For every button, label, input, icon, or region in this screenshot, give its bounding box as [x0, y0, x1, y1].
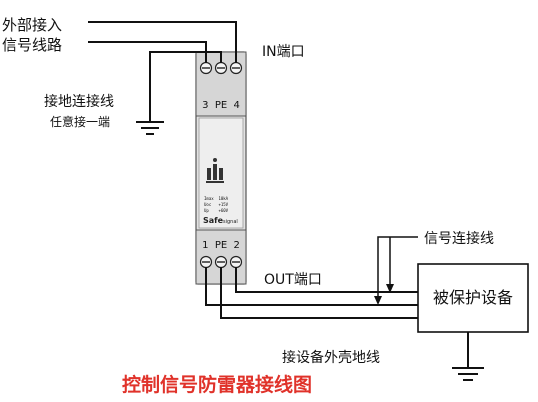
spec-line-2: Uoc +15V: [204, 202, 229, 207]
signal-callout-a: [377, 236, 418, 298]
external-wire-b: [88, 41, 207, 63]
surge-protector-module: 3 PE 4 Imax 10kA Uoc +15V Up +60V Safe s…: [195, 51, 247, 285]
external-wire-a: [88, 21, 237, 63]
diagram-title: 控制信号防雷器接线图: [122, 373, 312, 396]
out-port-label: OUT端口: [264, 272, 322, 288]
arrow-down-icon: [386, 284, 394, 293]
bottom-ground-wire: [220, 267, 469, 368]
ground-line-label: 接地连接线: [44, 93, 114, 110]
device-shell-ground-label: 接设备外壳地线: [282, 349, 380, 366]
bottom-terminal-labels: 1 PE 2: [202, 240, 240, 251]
brand-logo-icon: [206, 158, 224, 183]
signal-connection-label: 信号连接线: [424, 230, 494, 247]
arrow-down-icon: [374, 296, 382, 305]
protected-device-box: [417, 263, 529, 333]
ground-symbol-top-icon: [136, 121, 164, 135]
wires: [88, 21, 469, 368]
in-port-label: IN端口: [262, 44, 305, 60]
bottom-screw-terminals: [199, 255, 243, 269]
top-ground-wire: [149, 51, 222, 122]
brand-name: Safe: [203, 216, 224, 225]
spec-line-1: Imax 10kA: [204, 196, 229, 201]
out-wire-1: [205, 267, 418, 306]
signal-line-label: 信号线路: [2, 36, 62, 54]
top-screw-terminals: [199, 61, 243, 75]
spec-line-3: Up +60V: [204, 208, 229, 213]
external-access-label: 外部接入: [2, 16, 62, 34]
brand-suffix: signal: [223, 219, 238, 225]
top-terminal-labels: 3 PE 4: [202, 100, 240, 111]
ground-note-label: 任意接一端: [50, 114, 110, 129]
protected-device-label: 被保护设备: [433, 288, 513, 307]
ground-symbol-bottom-icon: [452, 367, 484, 381]
out-wire-2: [235, 267, 418, 293]
